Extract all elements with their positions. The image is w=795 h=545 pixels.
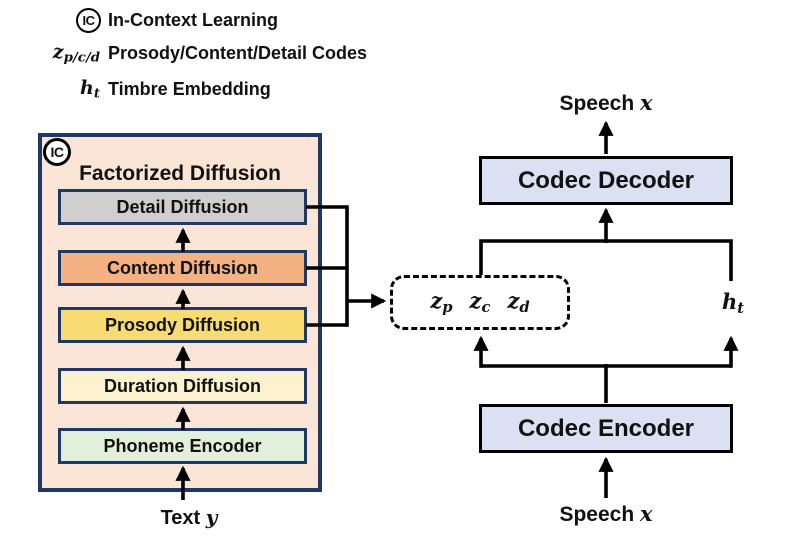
ic-circle-icon: IC <box>76 8 101 33</box>
timbre-embedding-label: ht <box>711 289 755 317</box>
zp-sub: p <box>442 299 453 317</box>
codes-box: zp zc zd <box>390 275 570 330</box>
speech-out-var: x <box>640 90 653 115</box>
zd-base: z <box>507 288 520 314</box>
timbre-symbol: ht <box>28 77 100 102</box>
codes-symbol: zp/c/d <box>28 41 100 66</box>
codec-encoder-box: Codec Encoder <box>479 404 733 453</box>
text-y-var: y <box>205 505 218 529</box>
legend-ic-label: In-Context Learning <box>108 10 278 30</box>
speech-out-label: Speech x <box>521 90 691 116</box>
block-duration-diffusion: Duration Diffusion <box>58 368 307 404</box>
zd-sub: d <box>519 299 530 317</box>
panel-title: Factorized Diffusion <box>79 162 281 185</box>
zc-sub: c <box>481 299 491 317</box>
speech-in-word: Speech <box>559 503 635 526</box>
legend-timbre-label: Timbre Embedding <box>108 79 271 99</box>
code-token-zc: zc <box>470 288 491 316</box>
block-content-diffusion: Content Diffusion <box>58 250 307 286</box>
ht-sub: t <box>737 300 745 318</box>
factorized-diffusion-panel: IC Factorized Diffusion Detail Diffusion… <box>38 133 322 492</box>
ic-badge-icon: IC <box>43 138 71 166</box>
codec-decoder-box: Codec Decoder <box>479 156 733 205</box>
speech-in-label: Speech x <box>521 501 691 527</box>
codes-symbol-base: z <box>52 41 64 63</box>
text-y-label: Text y <box>119 505 259 530</box>
text-y-word: Text <box>160 507 201 529</box>
ht-base: h <box>721 289 738 314</box>
block-prosody-diffusion: Prosody Diffusion <box>58 307 307 343</box>
code-token-zp: zp <box>430 288 452 316</box>
block-phoneme-encoder: Phoneme Encoder <box>58 428 307 464</box>
zc-base: z <box>469 288 482 314</box>
codes-symbol-sub: p/c/d <box>63 50 100 66</box>
block-detail-diffusion: Detail Diffusion <box>58 189 307 225</box>
zp-base: z <box>430 288 443 314</box>
speech-out-word: Speech <box>559 92 635 115</box>
timbre-symbol-base: h <box>80 77 94 99</box>
speech-in-var: x <box>640 501 653 526</box>
timbre-symbol-sub: t <box>93 86 100 102</box>
code-token-zd: zd <box>507 288 529 316</box>
legend-codes-label: Prosody/Content/Detail Codes <box>108 43 368 63</box>
